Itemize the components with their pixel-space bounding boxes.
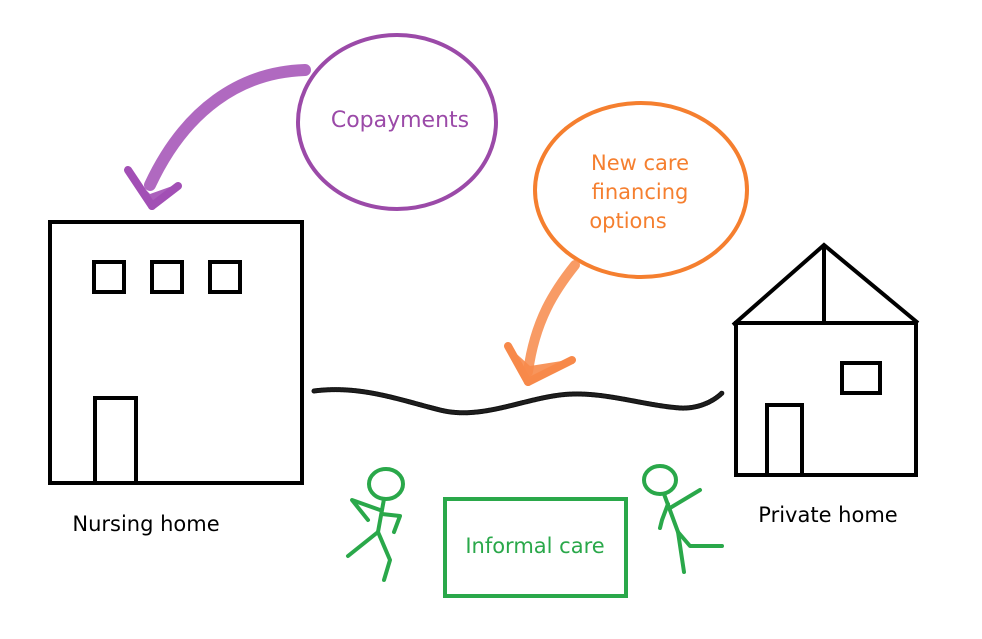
nursing-window-3 [208,260,242,294]
private-door [765,403,804,477]
nursing-home-building [48,220,304,485]
informal-care-box [443,497,628,598]
stick-figure-left [346,467,405,582]
private-window [840,361,882,395]
informal-care-label: Informal care [465,534,604,558]
new-care-label-line3: options [589,209,666,233]
new-care-label-line2: financing [592,180,689,204]
new-care-circle [533,101,749,279]
copayments-arrow [124,64,311,210]
copayments-circle [296,33,498,211]
nursing-home-label: Nursing home [72,512,219,536]
nursing-window-1 [92,260,126,294]
private-home-building [731,242,920,477]
private-home-label: Private home [758,503,897,527]
copayments-label: Copayments [331,108,469,133]
nursing-door [93,396,138,485]
stick-figure-right [642,464,724,574]
nursing-window-2 [150,260,184,294]
new-care-arrow [504,260,580,386]
new-care-label-line1: New care [591,151,689,175]
